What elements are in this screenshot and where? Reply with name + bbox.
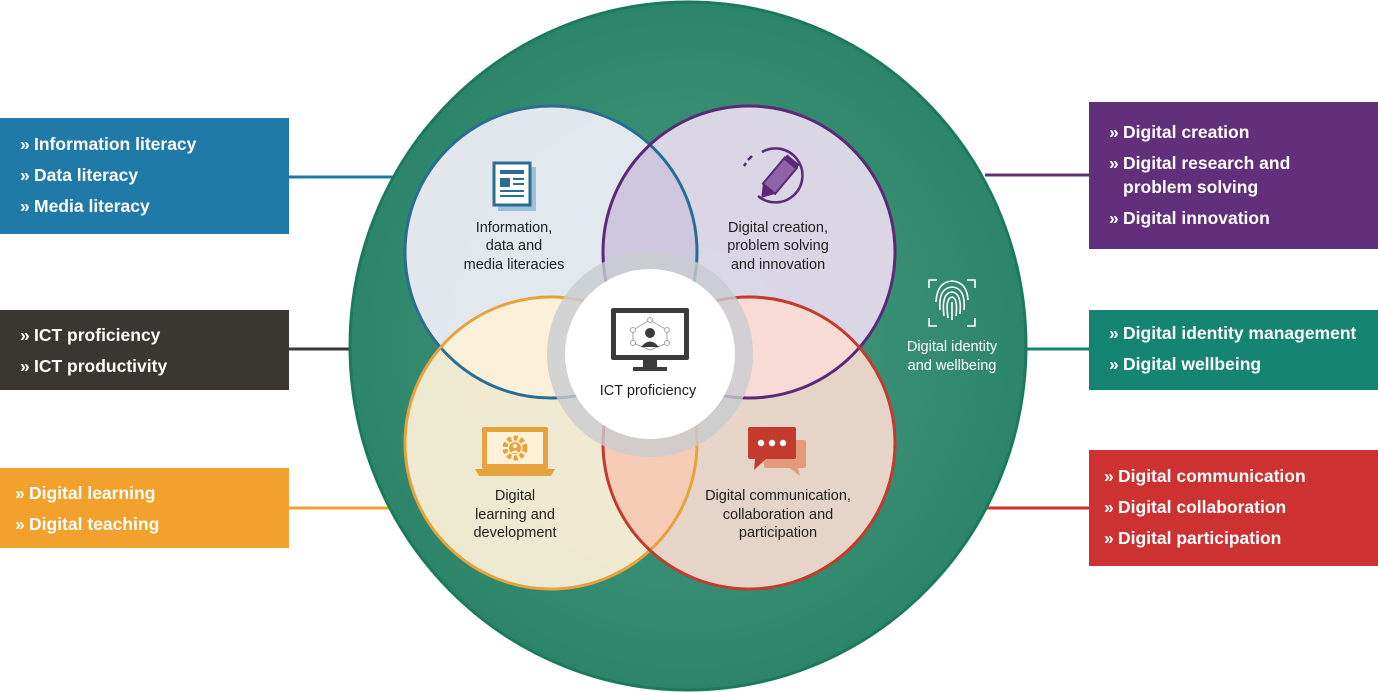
ict-proficiency-box: ICT proficiency ICT productivity	[0, 310, 289, 390]
learning-label-3: development	[473, 525, 556, 541]
identity-label-2: and wellbeing	[908, 358, 997, 374]
list-item: Data literacy	[20, 163, 289, 187]
communication-label-2: collaboration and	[723, 507, 833, 523]
learning-label-2: learning and	[475, 507, 555, 523]
chat-bubbles-icon	[748, 427, 806, 476]
list-item: ICT productivity	[20, 354, 289, 378]
list-item: Digital collaboration	[1104, 495, 1378, 519]
identity-label-1: Digital identity	[907, 339, 998, 355]
list-item: Digital wellbeing	[1109, 352, 1378, 376]
list-item: Digital identity management	[1109, 321, 1378, 345]
list-item: Digital creation	[1109, 120, 1378, 144]
digital-learning-box: Digital learning Digital teaching	[0, 468, 289, 548]
list-item: Digital communication	[1104, 464, 1378, 488]
info-label-1: Information,	[476, 220, 553, 236]
info-label-2: data and	[486, 238, 542, 254]
list-item: Digital teaching	[15, 512, 289, 536]
creation-label-1: Digital creation,	[728, 220, 828, 236]
list-item: Information literacy	[20, 132, 289, 156]
learning-label-1: Digital	[495, 488, 535, 504]
information-literacy-box: Information literacy Data literacy Media…	[0, 118, 289, 234]
list-item: Media literacy	[20, 194, 289, 218]
pencil-icon	[742, 147, 804, 204]
creation-label-2: problem solving	[727, 238, 829, 254]
digital-identity-box: Digital identity management Digital well…	[1089, 310, 1378, 390]
circle-creation-outline	[601, 104, 897, 400]
list-item: Digital innovation	[1109, 206, 1378, 230]
communication-label-3: participation	[739, 525, 817, 541]
digital-communication-box: Digital communication Digital collaborat…	[1089, 450, 1378, 566]
info-label-3: media literacies	[464, 257, 565, 273]
list-item: Digital research and problem solving	[1109, 151, 1378, 199]
document-icon	[492, 161, 536, 211]
list-item: Digital learning	[15, 481, 289, 505]
monitor-network-icon	[611, 308, 689, 371]
center-label: ICT proficiency	[600, 383, 697, 399]
communication-label-1: Digital communication,	[705, 488, 851, 504]
digital-creation-box: Digital creation Digital research and pr…	[1089, 102, 1378, 249]
list-item: Digital participation	[1104, 526, 1378, 550]
list-item: ICT proficiency	[20, 323, 289, 347]
circle-information-outline	[403, 104, 699, 400]
laptop-gear-icon	[475, 427, 555, 476]
fingerprint-icon	[928, 279, 976, 327]
creation-label-3: and innovation	[731, 257, 825, 273]
